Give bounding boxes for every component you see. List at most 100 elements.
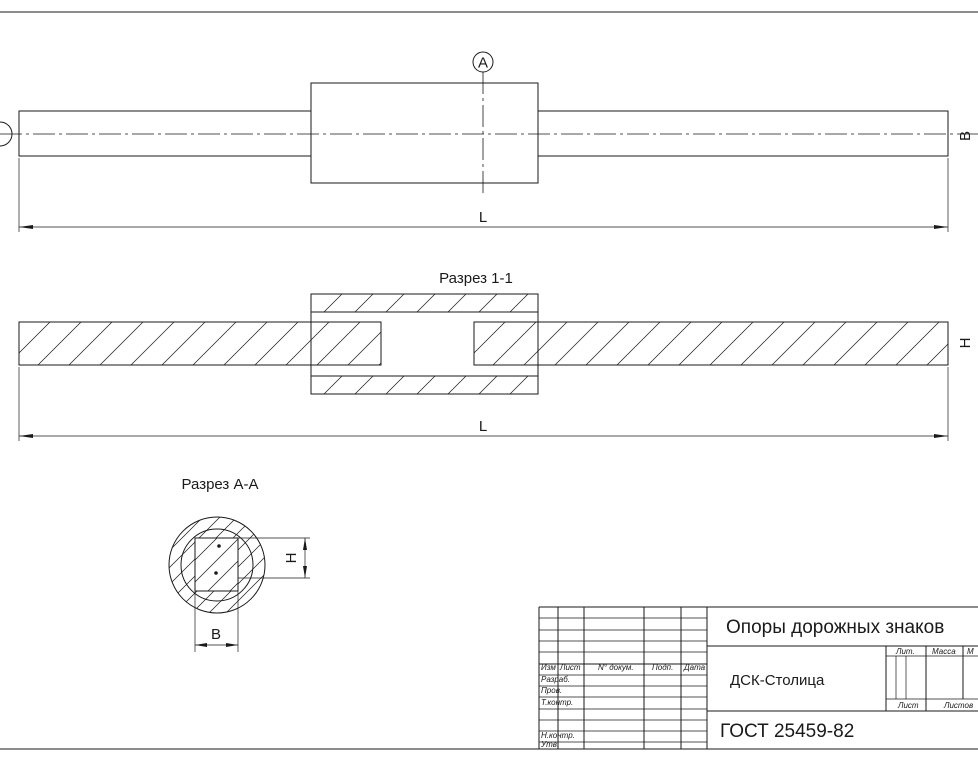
hatch-line bbox=[311, 294, 312, 295]
title-main: Опоры дорожных знаков bbox=[726, 617, 944, 638]
hatch-line bbox=[207, 560, 238, 591]
hatch-line bbox=[323, 376, 343, 394]
hatch-ring bbox=[169, 517, 441, 613]
right-edge-label: B bbox=[957, 131, 974, 141]
dimh-arrow-bottom bbox=[303, 566, 307, 578]
hatch-line bbox=[285, 322, 330, 365]
section-sleeve-top bbox=[310, 293, 539, 313]
hatch-line bbox=[316, 322, 361, 365]
hatch-line bbox=[195, 538, 196, 539]
hatch-line bbox=[354, 294, 374, 312]
col-izm: Изм bbox=[541, 663, 556, 672]
hatch-line bbox=[99, 322, 144, 365]
rod-right bbox=[537, 110, 949, 157]
right-edge-label-2: H bbox=[957, 338, 974, 349]
hatch-line bbox=[223, 322, 268, 365]
dot-top bbox=[217, 544, 221, 548]
hatch-line bbox=[410, 322, 453, 365]
dimh-arrow-top bbox=[303, 538, 307, 550]
hatch-line bbox=[169, 517, 238, 613]
section-a-title: Разрез А-А bbox=[182, 476, 259, 493]
row-tkontr: Т.контр. bbox=[541, 698, 573, 707]
tb-sheet: Лист bbox=[897, 701, 919, 710]
dot-bottom bbox=[214, 571, 218, 575]
section-sleeve-bottom bbox=[310, 375, 539, 395]
hatch-line bbox=[647, 322, 692, 365]
section-1-title: Разрез 1-1 bbox=[439, 270, 513, 287]
hatch-line bbox=[130, 322, 175, 365]
hatch-line bbox=[208, 517, 265, 613]
hatch-line bbox=[323, 294, 343, 312]
hatch-line bbox=[541, 294, 559, 312]
hatch-top bbox=[311, 294, 559, 312]
arrow-left bbox=[19, 225, 33, 229]
hatch-line bbox=[311, 517, 407, 613]
hatch-line bbox=[678, 322, 723, 365]
row-utv: Утв. bbox=[540, 740, 559, 749]
hatch-line bbox=[195, 538, 218, 561]
inner-square bbox=[194, 537, 239, 592]
dimb-arrow-right bbox=[226, 643, 238, 647]
section-a-a: Разрез А-А H B bbox=[168, 476, 441, 652]
hatch-line bbox=[554, 322, 599, 365]
hatch-line bbox=[895, 322, 940, 365]
hatch-line bbox=[478, 376, 498, 394]
hatch-line bbox=[864, 322, 909, 365]
section-1-1: Разрез 1-1 H L bbox=[18, 270, 974, 441]
title-block: Изм Лист N° докум. Подп. Дата Разраб. Пр… bbox=[538, 606, 978, 749]
dim2-label-l: L bbox=[479, 418, 487, 435]
col-sign: Подп. bbox=[652, 663, 673, 672]
hatch-line bbox=[509, 376, 529, 394]
hatch-line bbox=[37, 322, 82, 365]
col-date: Дата bbox=[683, 663, 706, 672]
hatch-line bbox=[585, 322, 630, 365]
hatch-line bbox=[416, 294, 436, 312]
hatch-line bbox=[311, 376, 312, 377]
hatch-line bbox=[416, 376, 436, 394]
hatch-line bbox=[833, 322, 878, 365]
hatch-line bbox=[474, 322, 475, 323]
hatch-line bbox=[492, 322, 537, 365]
title-document: ГОСТ 25459-82 bbox=[720, 721, 854, 742]
hatch-line bbox=[225, 517, 265, 613]
dimb-label: B bbox=[211, 626, 221, 643]
dimb-arrow-left bbox=[195, 643, 207, 647]
hatch-line bbox=[277, 517, 373, 613]
hatch-line bbox=[447, 376, 467, 394]
hatch-line bbox=[523, 322, 568, 365]
hatch-line bbox=[385, 294, 405, 312]
hatch-line bbox=[740, 322, 785, 365]
hatch-line bbox=[478, 294, 498, 312]
hatch-line bbox=[509, 294, 529, 312]
tb-lit: Лит. bbox=[895, 647, 915, 656]
sleeve bbox=[310, 82, 539, 184]
dimh-label: H bbox=[283, 553, 300, 564]
title-organization: ДСК-Столица bbox=[730, 672, 825, 689]
left-callout-arc bbox=[0, 121, 13, 147]
hatch-line bbox=[474, 322, 506, 354]
hatch-line bbox=[345, 517, 441, 613]
row-prov: Пров. bbox=[541, 686, 562, 695]
arrow2-left bbox=[19, 434, 33, 438]
rod-left bbox=[18, 110, 312, 157]
hatch-line bbox=[191, 517, 265, 613]
hatch-line bbox=[378, 362, 381, 365]
hatch-line bbox=[259, 517, 265, 613]
outer-circle bbox=[168, 516, 266, 614]
hatch-line bbox=[802, 322, 847, 365]
col-doc: N° докум. bbox=[598, 663, 634, 672]
section-rod-left bbox=[18, 321, 382, 366]
hatch-line bbox=[709, 322, 754, 365]
hatch-line bbox=[354, 376, 374, 394]
hatch-line bbox=[169, 517, 170, 613]
hatch-line bbox=[616, 322, 661, 365]
hatch-line bbox=[161, 322, 206, 365]
hatch-line bbox=[294, 517, 390, 613]
hatch-bottom bbox=[311, 376, 529, 394]
inner-circle bbox=[180, 528, 254, 602]
hatch-line bbox=[169, 517, 221, 613]
hatch-line bbox=[252, 538, 305, 591]
tb-massa: Масса bbox=[932, 647, 956, 656]
hatch-line bbox=[195, 538, 238, 583]
hatch-line bbox=[169, 517, 204, 613]
